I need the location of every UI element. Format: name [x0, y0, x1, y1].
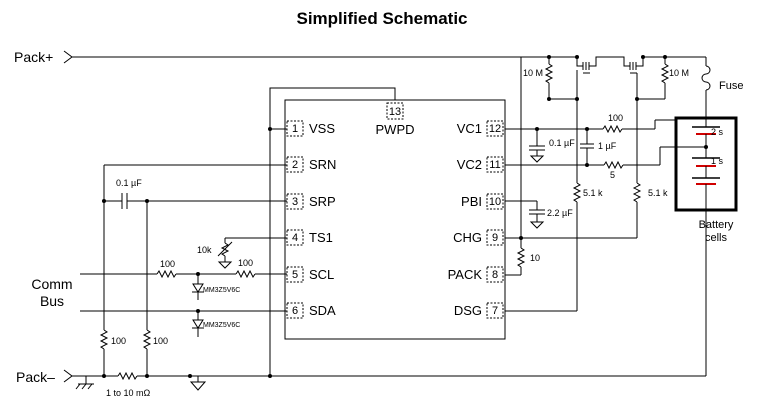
- pin-10-name: PBI: [461, 194, 482, 209]
- pin-8-name: PACK: [448, 267, 483, 282]
- fuse: Fuse: [701, 57, 743, 118]
- r-pack-label: 10: [530, 253, 540, 263]
- pin-7-number: 7: [492, 305, 498, 317]
- scl-network: 100 100 MM3Z5V6C: [80, 258, 287, 300]
- pin-12-name: VC1: [457, 121, 482, 136]
- pin-13-name: PWPD: [376, 122, 415, 137]
- cap-pbi-label: 2.2 µF: [547, 208, 573, 218]
- cap-vc1-label: 0.1 µF: [549, 138, 575, 148]
- pin-6-name: SDA: [309, 303, 336, 318]
- battery-label-line2: cells: [705, 232, 728, 244]
- gate-resistor-right: 10 M: [635, 55, 689, 101]
- pack-plus-arrow: [63, 50, 73, 64]
- pin-9-name: CHG: [453, 230, 482, 245]
- gate-resistor-right-label: 10 M: [669, 68, 689, 78]
- r-vc1-label: 100: [608, 113, 623, 123]
- pin-6-number: 6: [292, 305, 298, 317]
- pack-resistor: 10: [505, 62, 540, 276]
- diagram-title: Simplified Schematic: [297, 9, 468, 28]
- battery-cells: 2 s 1 s Battery cells: [674, 116, 738, 376]
- r-scl-pin-label: 100: [238, 258, 253, 268]
- pack-minus-net: Pack– 1 to 10 mΩ: [16, 369, 706, 398]
- r-chg-right-label: 5.1 k: [648, 188, 668, 198]
- chg-dsg-resistors: 5.1 k 5.1 k: [505, 99, 668, 312]
- r-sense-label: 1 to 10 mΩ: [106, 388, 151, 398]
- mosfet-pair: [575, 55, 706, 74]
- cell-bottom-label: 1 s: [711, 156, 724, 166]
- pack-minus-arrow: [63, 369, 73, 383]
- pin-2-name: SRN: [309, 157, 336, 172]
- cap-vc2-label: 1 µF: [598, 141, 617, 151]
- vc1-network: 0.1 µF 100 1 µF: [505, 113, 676, 165]
- pin-1-number: 1: [292, 123, 298, 135]
- ic-body: [284, 99, 506, 340]
- gate-resistor-left-label: 10 M: [523, 68, 543, 78]
- right-pins: 12 VC1 11 VC2 10 PBI 9 CHG 8 PACK 7 DSG: [448, 120, 504, 319]
- pin-4-number: 4: [292, 232, 298, 244]
- r-vc2-label: 5: [610, 170, 615, 180]
- comm-bus-label-line1: Comm: [31, 276, 72, 292]
- zener-sda-label: MM3Z5V6C: [203, 322, 240, 329]
- pin-4-name: TS1: [309, 230, 333, 245]
- pack-plus-label: Pack+: [14, 49, 53, 65]
- thermistor: 10k: [197, 237, 287, 269]
- pin-11-name: VC2: [457, 157, 482, 172]
- pin-8-number: 8: [492, 269, 498, 281]
- pin-3-number: 3: [292, 196, 298, 208]
- pin-2-number: 2: [292, 159, 298, 171]
- pin-10-number: 10: [489, 196, 501, 208]
- r-srn-filter-label: 100: [111, 336, 126, 346]
- pin-5-number: 5: [292, 269, 298, 281]
- pin-13-number: 13: [389, 106, 401, 118]
- fuse-label: Fuse: [719, 80, 743, 92]
- pin-7-name: DSG: [454, 303, 482, 318]
- pack-minus-label: Pack–: [16, 369, 55, 385]
- left-pins: 1 VSS 2 SRN 3 SRP 4 TS1 5 SCL 6 SDA: [286, 120, 336, 319]
- pin-3-name: SRP: [309, 194, 336, 209]
- sda-network: MM3Z5V6C: [80, 309, 287, 337]
- r-chg-left-label: 5.1 k: [583, 188, 603, 198]
- battery-label-line1: Battery: [699, 219, 734, 231]
- zener-scl-label: MM3Z5V6C: [203, 287, 240, 294]
- pin-12-number: 12: [489, 123, 501, 135]
- pin-11-number: 11: [489, 159, 500, 171]
- thermistor-label: 10k: [197, 245, 212, 255]
- pin-5-name: SCL: [309, 267, 334, 282]
- pin-1-name: VSS: [309, 121, 335, 136]
- pack-plus-net: Pack+: [14, 49, 577, 65]
- sense-filter: 0.1 µF 100 100: [99, 164, 287, 376]
- r-srp-filter-label: 100: [153, 336, 168, 346]
- cap-sense-label: 0.1 µF: [116, 178, 142, 188]
- pbi-cap: 2.2 µF: [505, 200, 573, 229]
- gate-resistor-left: 10 M: [520, 55, 579, 101]
- ic-package: 13 PWPD 1 VSS 2 SRN 3 SRP 4 TS1 5 SCL 6 …: [269, 87, 506, 376]
- pin-9-number: 9: [492, 232, 498, 244]
- r-scl-series-label: 100: [160, 259, 175, 269]
- cell-top-label: 2 s: [711, 127, 724, 137]
- comm-bus-label-line2: Bus: [40, 293, 64, 309]
